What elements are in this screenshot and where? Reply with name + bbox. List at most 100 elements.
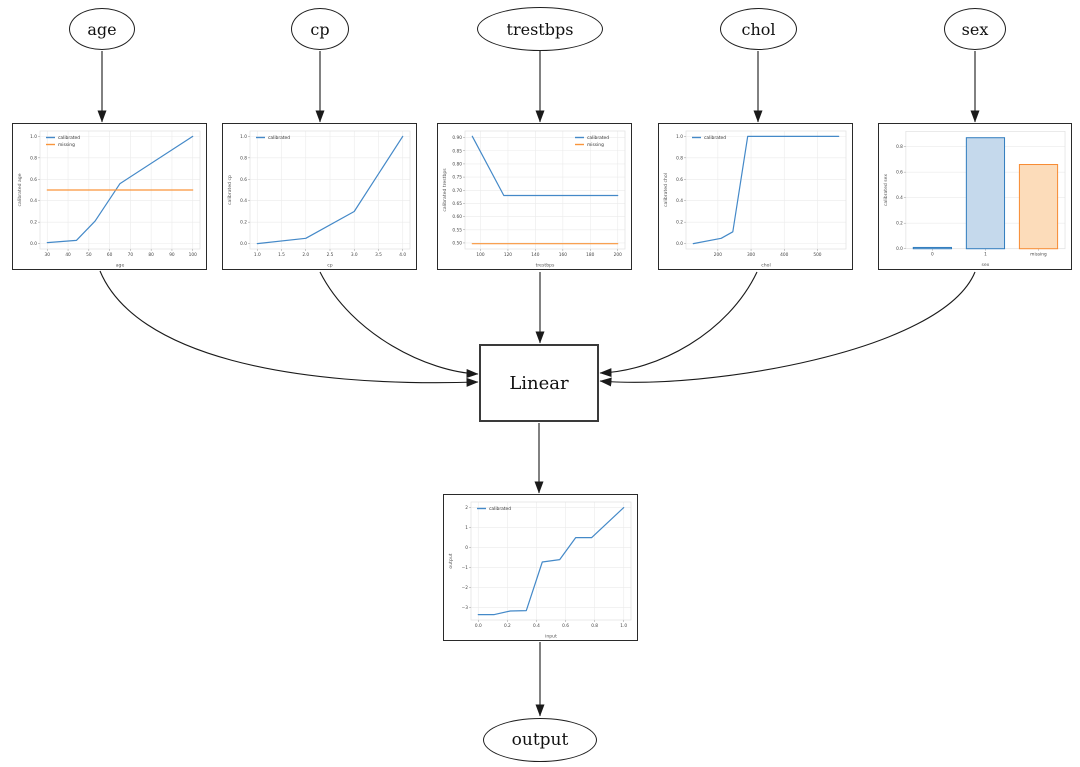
svg-text:1.0: 1.0: [676, 134, 683, 140]
svg-text:180: 180: [586, 252, 594, 258]
svg-text:2.5: 2.5: [327, 252, 334, 258]
edge-sex-chart-to-linear: [599, 271, 976, 387]
svg-text:0.8: 0.8: [591, 623, 598, 629]
svg-text:sex: sex: [982, 263, 990, 268]
svg-text:300: 300: [747, 252, 755, 258]
svg-text:0.4: 0.4: [533, 623, 540, 629]
svg-text:2: 2: [465, 505, 468, 511]
svg-text:0.4: 0.4: [240, 198, 247, 204]
svg-text:0.6: 0.6: [676, 177, 683, 183]
series-trestbps-calibrated: [471, 135, 619, 197]
series-age-calibrated: [46, 135, 194, 244]
svg-text:chol: chol: [761, 263, 771, 269]
svg-text:calibrated: calibrated: [268, 135, 290, 141]
svg-text:3.0: 3.0: [351, 252, 358, 258]
svg-text:0.4: 0.4: [896, 195, 903, 201]
svg-text:0.6: 0.6: [896, 170, 903, 176]
svg-text:0.4: 0.4: [30, 198, 37, 204]
svg-text:400: 400: [780, 252, 788, 258]
svg-text:0: 0: [465, 545, 468, 551]
svg-text:0.8: 0.8: [676, 155, 683, 161]
input-node-cp-label: cp: [310, 19, 330, 39]
bar-sex-missing: [1018, 164, 1059, 250]
svg-text:160: 160: [559, 252, 567, 258]
svg-text:0.0: 0.0: [676, 241, 683, 247]
svg-text:0.8: 0.8: [240, 155, 247, 161]
svg-text:0.75: 0.75: [452, 175, 462, 181]
svg-text:calibrated: calibrated: [58, 135, 80, 141]
svg-text:100: 100: [189, 252, 197, 258]
svg-text:1.5: 1.5: [278, 252, 285, 258]
svg-text:1: 1: [465, 525, 468, 531]
svg-text:0.80: 0.80: [452, 161, 462, 167]
edge-chol-chart-to-linear: [599, 271, 758, 378]
svg-text:0.0: 0.0: [30, 241, 37, 247]
input-node-sex: sex: [944, 8, 1006, 50]
svg-text:0.0: 0.0: [475, 623, 482, 629]
svg-text:40: 40: [65, 252, 71, 258]
series-cp-calibrated: [256, 135, 404, 245]
svg-text:0.50: 0.50: [452, 240, 462, 246]
svg-text:0.65: 0.65: [452, 201, 462, 207]
svg-text:30: 30: [45, 252, 51, 258]
input-node-sex-label: sex: [961, 19, 989, 39]
svg-text:0.70: 0.70: [452, 188, 462, 194]
input-node-chol: chol: [720, 8, 797, 50]
series-output-calibrated: [477, 507, 625, 616]
svg-text:1.0: 1.0: [620, 623, 627, 629]
svg-text:0.2: 0.2: [676, 220, 683, 226]
svg-text:200: 200: [614, 252, 622, 258]
svg-text:100: 100: [476, 252, 484, 258]
svg-text:age: age: [116, 264, 125, 269]
svg-text:−3: −3: [462, 605, 469, 611]
svg-text:0.6: 0.6: [30, 177, 37, 183]
svg-text:0.6: 0.6: [562, 623, 569, 629]
output-node: output: [483, 718, 597, 762]
svg-text:calibrated age: calibrated age: [17, 173, 23, 206]
svg-text:missing: missing: [58, 142, 75, 148]
svg-text:140: 140: [531, 252, 539, 258]
svg-text:0.60: 0.60: [452, 214, 462, 220]
input-node-age-label: age: [87, 19, 117, 39]
svg-text:80: 80: [148, 252, 154, 258]
edge-age-chart-to-linear: [99, 270, 479, 387]
svg-text:output: output: [448, 553, 454, 568]
series-chol-calibrated: [692, 135, 840, 245]
svg-text:1: 1: [984, 252, 987, 258]
svg-text:calibrated: calibrated: [489, 506, 511, 512]
svg-text:0.2: 0.2: [504, 623, 511, 629]
svg-text:0.2: 0.2: [30, 220, 37, 226]
svg-text:calibrated trestbps: calibrated trestbps: [442, 168, 448, 212]
svg-text:0.90: 0.90: [452, 135, 462, 141]
svg-text:0.0: 0.0: [896, 246, 903, 252]
svg-text:−1: −1: [462, 565, 469, 571]
svg-text:calibrated chol: calibrated chol: [663, 173, 669, 207]
svg-text:input: input: [545, 634, 557, 640]
svg-text:4.0: 4.0: [399, 252, 406, 258]
svg-text:1.0: 1.0: [30, 134, 37, 140]
svg-text:missing: missing: [587, 142, 604, 148]
svg-text:missing: missing: [1030, 252, 1047, 258]
svg-text:120: 120: [504, 252, 512, 258]
input-node-trestbps-label: trestbps: [506, 19, 574, 39]
svg-text:calibrated: calibrated: [587, 135, 609, 141]
svg-text:50: 50: [86, 252, 92, 258]
svg-text:0.0: 0.0: [240, 241, 247, 247]
svg-text:0.8: 0.8: [896, 144, 903, 150]
svg-text:cp: cp: [327, 264, 333, 269]
input-node-trestbps: trestbps: [477, 7, 603, 51]
svg-text:1.0: 1.0: [254, 252, 261, 258]
bar-sex-1: [965, 137, 1006, 250]
input-node-chol-label: chol: [741, 19, 776, 39]
input-node-cp: cp: [291, 8, 349, 50]
edge-cp-chart-to-linear: [319, 271, 479, 379]
